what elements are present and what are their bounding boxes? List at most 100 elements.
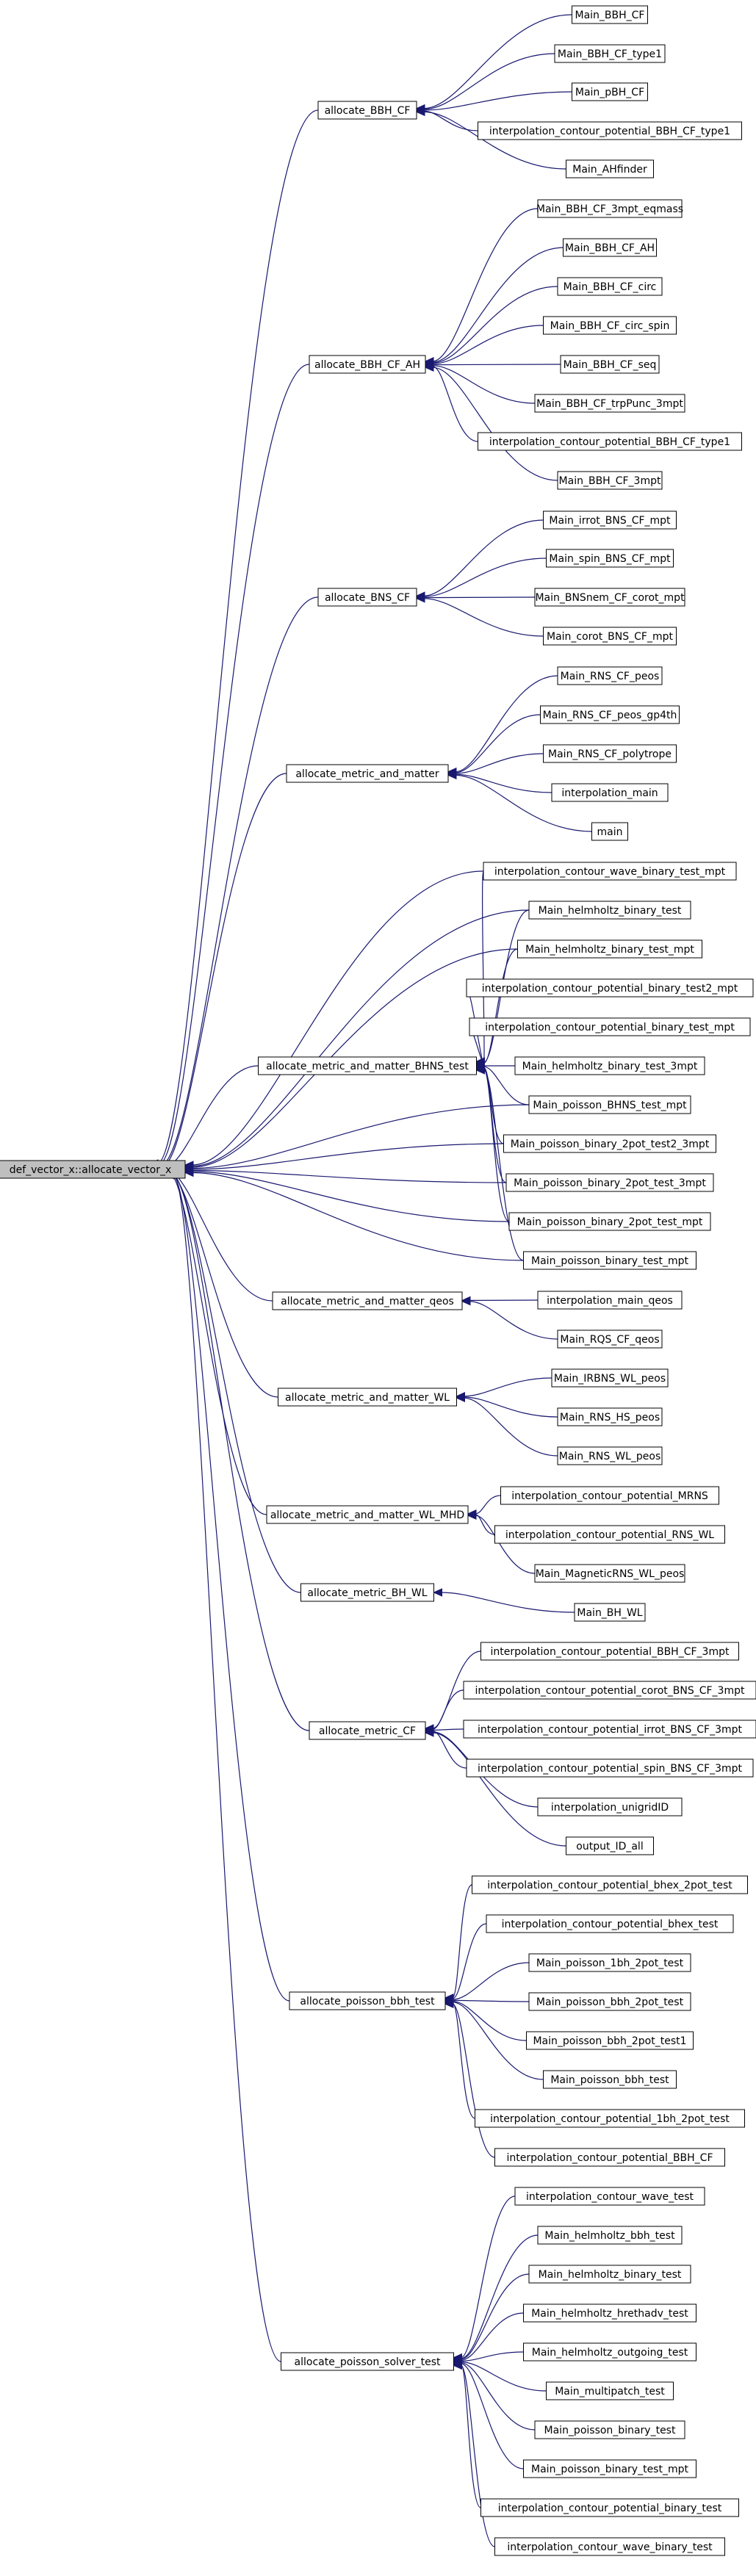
caller-node-Main_poisson_binary_2pot_test_3mpt-4[interactable]: Main_poisson_binary_2pot_test_3mpt (505, 1173, 714, 1192)
caller-node-Main_RNS_CF_polytrope-3[interactable]: Main_RNS_CF_polytrope (543, 744, 677, 763)
caller-node-Main_corot_BNS_CF_mpt-2-box (543, 627, 677, 646)
caller-node-Main_irrot_BNS_CF_mpt-2[interactable]: Main_irrot_BNS_CF_mpt (543, 510, 677, 530)
caller-node-Main_multipatch_test-11[interactable]: Main_multipatch_test (546, 2381, 674, 2400)
function-node-allocate_metric_and_matter-box (286, 764, 449, 783)
edge-Main_MagneticRNS_WL_peos-to-allocate_metric_and_matter_WL_MHD-arrowhead (467, 1511, 477, 1520)
caller-node-Main_poisson_bbh_2pot_test1-10-label: Main_poisson_bbh_2pot_test1 (533, 2035, 686, 2047)
caller-node-Main_spin_BNS_CF_mpt-2-box (546, 549, 674, 568)
function-node-allocate_metric_and_matter_BHNS_test[interactable]: allocate_metric_and_matter_BHNS_test (258, 1056, 477, 1075)
edge-interpolation_contour_potential_BBH_CF_3mpt-to-allocate_metric_CF-line (432, 1650, 481, 1729)
caller-node-Main_RNS_WL_peos-6[interactable]: Main_RNS_WL_peos (557, 1446, 663, 1465)
caller-node-interpolation_contour_potential_BBH_CF_3mpt-9[interactable]: interpolation_contour_potential_BBH_CF_3… (480, 1642, 739, 1661)
caller-node-Main_helmholtz_binary_test_mpt-4[interactable]: Main_helmholtz_binary_test_mpt (517, 939, 702, 959)
caller-node-interpolation_main_qeos-5[interactable]: interpolation_main_qeos (537, 1291, 683, 1310)
function-node-allocate_metric_and_matter[interactable]: allocate_metric_and_matter (286, 764, 449, 783)
caller-node-Main_BBH_CF_trpPunc_3mpt-1[interactable]: Main_BBH_CF_trpPunc_3mpt (534, 394, 685, 413)
caller-node-interpolation_contour_potential_bhex_test-10[interactable]: interpolation_contour_potential_bhex_tes… (486, 1914, 734, 1933)
caller-node-Main_spin_BNS_CF_mpt-2[interactable]: Main_spin_BNS_CF_mpt (546, 549, 674, 568)
caller-node-Main_helmholtz_outgoing_test-11[interactable]: Main_helmholtz_outgoing_test (523, 2342, 696, 2362)
caller-node-Main_poisson_binary_test-11[interactable]: Main_poisson_binary_test (534, 2420, 685, 2439)
caller-node-Main_pBH_CF-0[interactable]: Main_pBH_CF (572, 82, 648, 101)
caller-node-interpolation_contour_potential_1bh_2pot_test-10[interactable]: interpolation_contour_potential_1bh_2pot… (475, 2109, 745, 2128)
caller-node-Main_MagneticRNS_WL_peos-7[interactable]: Main_MagneticRNS_WL_peos (534, 1564, 685, 1583)
edge-interpolation_contour_wave_binary_test_mpt-to-root-line (192, 870, 484, 1166)
caller-node-Main_BBH_CF_seq-1[interactable]: Main_BBH_CF_seq (560, 355, 660, 374)
function-node-allocate_metric_and_matter_WL[interactable]: allocate_metric_and_matter_WL (278, 1388, 457, 1407)
caller-node-Main_poisson_1bh_2pot_test-10[interactable]: Main_poisson_1bh_2pot_test (528, 1953, 691, 1972)
caller-node-interpolation_contour_potential_irrot_BNS_CF_3mpt-9[interactable]: interpolation_contour_potential_irrot_BN… (463, 1720, 756, 1739)
caller-node-interpolation_contour_wave_binary_test-11[interactable]: interpolation_contour_wave_binary_test (494, 2537, 725, 2556)
edge-allocate_poisson_solver_test-to-root-line (173, 1175, 281, 2362)
caller-node-interpolation_contour_potential_BBH_CF-10[interactable]: interpolation_contour_potential_BBH_CF (494, 2148, 725, 2167)
caller-node-interpolation_contour_potential_RNS_WL-7[interactable]: interpolation_contour_potential_RNS_WL (494, 1525, 725, 1544)
caller-node-Main_RNS_CF_peos_gp4th-3[interactable]: Main_RNS_CF_peos_gp4th (540, 705, 680, 724)
caller-node-interpolation_contour_potential_binary_test-11[interactable]: interpolation_contour_potential_binary_t… (480, 2498, 739, 2517)
function-node-allocate_BBH_CF_AH[interactable]: allocate_BBH_CF_AH (309, 355, 426, 374)
caller-node-Main_poisson_binary_2pot_test2_3mpt-4[interactable]: Main_poisson_binary_2pot_test2_3mpt (503, 1134, 716, 1153)
caller-node-Main_helmholtz_bbh_test-11[interactable]: Main_helmholtz_bbh_test (537, 2226, 683, 2245)
edge-Main_helmholtz_binary_test-to-root-line (192, 909, 530, 1167)
caller-node-interpolation_contour_potential_1bh_2pot_test-10-box (475, 2109, 745, 2128)
caller-node-interpolation_contour_potential_binary_test-11-box (480, 2498, 739, 2517)
caller-node-interpolation_contour_potential_binary_test2_mpt-4[interactable]: interpolation_contour_potential_binary_t… (466, 978, 754, 997)
caller-node-Main_AHfinder-0[interactable]: Main_AHfinder (566, 159, 654, 178)
caller-node-interpolation_contour_potential_binary_test_mpt-4[interactable]: interpolation_contour_potential_binary_t… (469, 1017, 751, 1036)
caller-node-interpolation_contour_wave_binary_test-11-label: interpolation_contour_wave_binary_test (507, 2541, 713, 2553)
caller-node-Main_BBH_CF_3mpt-1[interactable]: Main_BBH_CF_3mpt (557, 471, 663, 490)
caller-node-Main_poisson_binary_2pot_test_mpt-4[interactable]: Main_poisson_binary_2pot_test_mpt (508, 1212, 711, 1231)
caller-node-Main_poisson_BHNS_test_mpt-4[interactable]: Main_poisson_BHNS_test_mpt (528, 1095, 691, 1114)
caller-node-Main_BBH_CF_circ_spin-1[interactable]: Main_BBH_CF_circ_spin (543, 316, 677, 335)
caller-node-Main_poisson_binary_test_mpt-11[interactable]: Main_poisson_binary_test_mpt (523, 2459, 696, 2478)
function-node-allocate_BNS_CF[interactable]: allocate_BNS_CF (317, 588, 417, 607)
caller-node-Main_RNS_HS_peos-6[interactable]: Main_RNS_HS_peos (557, 1407, 663, 1426)
caller-node-interpolation_contour_wave_binary_test_mpt-4[interactable]: interpolation_contour_wave_binary_test_m… (483, 862, 737, 881)
caller-node-Main_poisson_binary_test_mpt-4[interactable]: Main_poisson_binary_test_mpt (523, 1251, 696, 1270)
caller-node-Main_BNSnem_CF_corot_mpt-2[interactable]: Main_BNSnem_CF_corot_mpt (534, 588, 685, 607)
caller-node-Main_BBH_CF_AH-1[interactable]: Main_BBH_CF_AH (563, 238, 657, 257)
caller-node-Main_BH_WL-8[interactable]: Main_BH_WL (574, 1603, 646, 1622)
function-node-allocate_metric_and_matter_qeos[interactable]: allocate_metric_and_matter_qeos (272, 1291, 463, 1310)
edge-Main_poisson_BHNS_test_mpt-to-allocate_metric_and_matter_BHNS_test-line (483, 1066, 530, 1105)
caller-node-interpolation_contour_potential_BBH_CF_type1-0-label: interpolation_contour_potential_BBH_CF_t… (489, 126, 730, 137)
caller-node-Main_poisson_bbh_2pot_test1-10[interactable]: Main_poisson_bbh_2pot_test1 (526, 2031, 694, 2050)
caller-node-interpolation_contour_potential_BBH_CF_type1-0[interactable]: interpolation_contour_potential_BBH_CF_t… (478, 121, 742, 140)
edge-Main_helmholtz_binary_test-to-allocate_poisson_solver_test-line (461, 2273, 530, 2360)
function-node-allocate_metric_CF[interactable]: allocate_metric_CF (309, 1721, 426, 1740)
caller-node-interpolation_contour_wave_test-11[interactable]: interpolation_contour_wave_test (514, 2187, 705, 2206)
caller-node-main-3[interactable]: main (591, 822, 628, 841)
function-node-allocate_metric_and_matter_WL_MHD[interactable]: allocate_metric_and_matter_WL_MHD (266, 1505, 469, 1524)
caller-node-Main_RQS_CF_qeos-5-label: Main_RQS_CF_qeos (560, 1334, 659, 1346)
function-node-allocate_poisson_bbh_test[interactable]: allocate_poisson_bbh_test (289, 1991, 446, 2010)
caller-node-interpolation_main-3[interactable]: interpolation_main (551, 783, 669, 802)
caller-node-interpolation_contour_potential_spin_BNS_CF_3mpt-9[interactable]: interpolation_contour_potential_spin_BNS… (466, 1758, 754, 1778)
caller-node-Main_poisson_1bh_2pot_test-10-label: Main_poisson_1bh_2pot_test (536, 1958, 684, 1969)
caller-node-Main_IRBNS_WL_peos-6[interactable]: Main_IRBNS_WL_peos (551, 1368, 669, 1388)
function-node-allocate_metric_BH_WL[interactable]: allocate_metric_BH_WL (300, 1583, 434, 1602)
caller-node-Main_helmholtz_hrethadv_test-11[interactable]: Main_helmholtz_hrethadv_test (523, 2303, 696, 2323)
caller-node-Main_poisson_bbh_test-10[interactable]: Main_poisson_bbh_test (543, 2070, 677, 2089)
caller-node-Main_helmholtz_binary_test-11[interactable]: Main_helmholtz_binary_test (528, 2265, 691, 2284)
caller-node-Main_BBH_CF_3mpt_eqmass-1[interactable]: Main_BBH_CF_3mpt_eqmass (536, 199, 683, 218)
caller-node-Main_helmholtz_binary_test-4[interactable]: Main_helmholtz_binary_test (528, 901, 691, 920)
caller-node-Main_corot_BNS_CF_mpt-2[interactable]: Main_corot_BNS_CF_mpt (543, 627, 677, 646)
function-node-allocate_poisson_solver_test[interactable]: allocate_poisson_solver_test (281, 2352, 454, 2371)
caller-node-Main_BBH_CF-0[interactable]: Main_BBH_CF (572, 5, 648, 24)
edge-interpolation_contour_potential_BBH_CF-to-allocate_poisson_bbh_test (444, 1999, 495, 2158)
caller-node-Main_helmholtz_bbh_test-11-box (537, 2226, 683, 2245)
caller-node-interpolation_contour_potential_bhex_2pot_test-10[interactable]: interpolation_contour_potential_bhex_2po… (472, 1875, 748, 1894)
caller-node-Main_helmholtz_binary_test_3mpt-4[interactable]: Main_helmholtz_binary_test_3mpt (514, 1056, 705, 1075)
caller-node-interpolation_contour_potential_BBH_CF_type1-1[interactable]: interpolation_contour_potential_BBH_CF_t… (478, 432, 742, 451)
caller-node-interpolation_contour_potential_BBH_CF-10-box (494, 2148, 725, 2167)
caller-node-interpolation_contour_potential_MRNS-7[interactable]: interpolation_contour_potential_MRNS (500, 1486, 719, 1505)
edge-allocate_metric_CF-to-root (162, 1169, 310, 1731)
function-node-allocate_BBH_CF[interactable]: allocate_BBH_CF (317, 101, 417, 120)
caller-node-interpolation_contour_potential_corot_BNS_CF_3mpt-9[interactable]: interpolation_contour_potential_corot_BN… (463, 1681, 756, 1700)
caller-node-interpolation_unigridID-9[interactable]: interpolation_unigridID (537, 1797, 683, 1816)
caller-node-output_ID_all-9[interactable]: output_ID_all (566, 1836, 654, 1855)
caller-node-Main_RQS_CF_qeos-5[interactable]: Main_RQS_CF_qeos (557, 1330, 663, 1349)
edge-interpolation_contour_wave_binary_test_mpt-to-root (184, 870, 484, 1169)
caller-node-Main_BBH_CF_type1-0[interactable]: Main_BBH_CF_type1 (554, 44, 666, 63)
caller-node-Main_RNS_CF_peos-3[interactable]: Main_RNS_CF_peos (557, 666, 663, 685)
caller-node-Main_BBH_CF_circ-1[interactable]: Main_BBH_CF_circ (557, 277, 663, 296)
caller-node-Main_poisson_bbh_2pot_test-10[interactable]: Main_poisson_bbh_2pot_test (528, 1992, 691, 2011)
